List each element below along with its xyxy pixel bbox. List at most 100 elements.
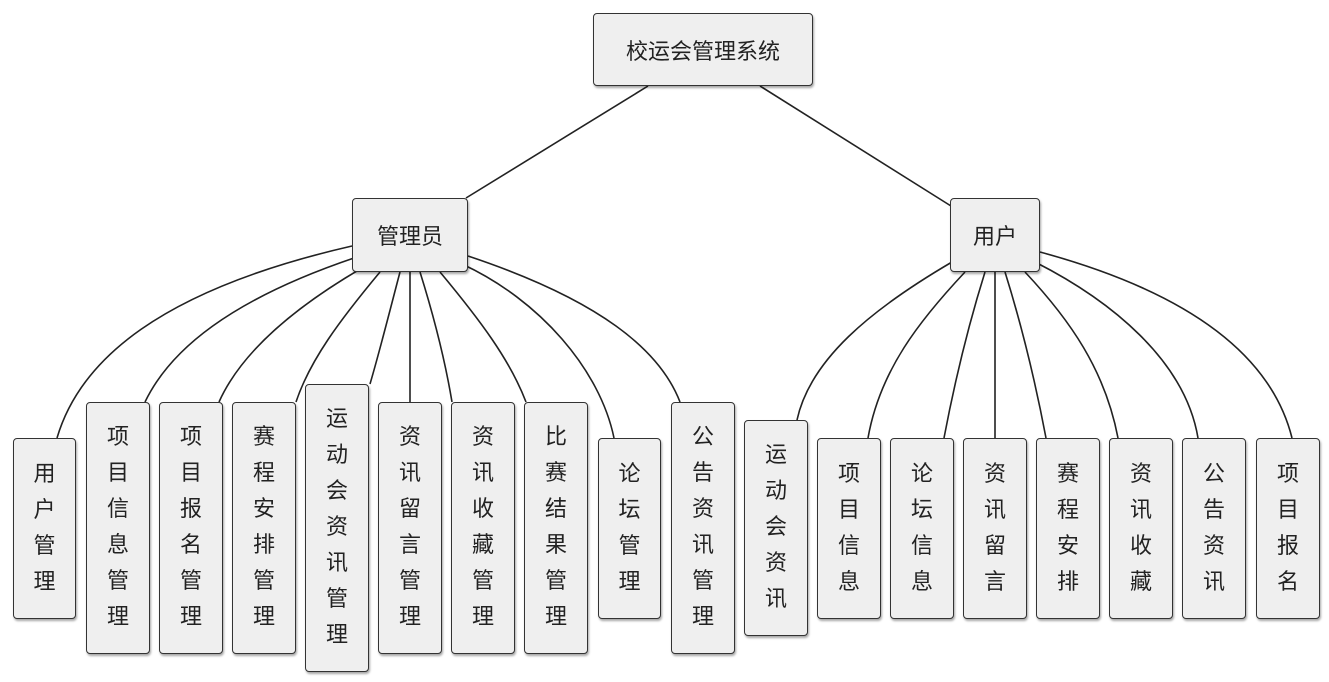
user-child: 公告资讯 <box>1182 438 1246 619</box>
leaf-label-char: 理 <box>471 605 494 630</box>
user-child: 资讯收藏 <box>1109 438 1173 619</box>
leaf-label-char: 果 <box>544 533 567 558</box>
admin-child: 资讯留言管理 <box>378 402 442 654</box>
leaf-label-char: 告 <box>691 461 714 486</box>
edge-root-user <box>759 85 952 207</box>
admin-child: 用户管理 <box>13 438 76 619</box>
leaf-label-char: 息 <box>910 569 933 595</box>
leaf-label-char: 会 <box>325 479 348 504</box>
admin-child: 运动会资讯管理 <box>305 384 369 672</box>
edge-admin-c7 <box>419 271 453 403</box>
leaf-label-char: 运 <box>764 443 787 468</box>
user-child: 赛程安排 <box>1036 438 1100 619</box>
leaf-label-char: 名 <box>179 533 202 558</box>
leaf-label-char: 名 <box>1276 569 1299 595</box>
leaf-label-char: 赛 <box>252 425 275 450</box>
leaf-label-char: 用 <box>33 461 56 487</box>
leaf-label-char: 藏 <box>471 533 494 558</box>
user-child: 资讯留言 <box>963 438 1027 619</box>
leaf-label-char: 讯 <box>471 461 494 486</box>
admin-node: 管理员 <box>352 198 468 272</box>
edge-user-c8 <box>1039 251 1293 439</box>
leaf-label-char: 留 <box>983 533 1006 559</box>
user-child: 论坛信息 <box>890 438 954 619</box>
leaf-label-char: 讯 <box>691 533 714 558</box>
edge-user-c6 <box>1024 271 1119 439</box>
leaf-label-char: 资 <box>471 425 494 450</box>
leaf-label-char: 公 <box>1202 461 1225 487</box>
leaf-label-char: 程 <box>252 461 275 486</box>
edge-admin-c9 <box>461 263 615 439</box>
leaf-label-char: 讯 <box>764 587 787 612</box>
leaf-label-char: 户 <box>33 497 56 523</box>
leaf-label-char: 论 <box>910 461 933 487</box>
leaf-label-char: 报 <box>179 497 202 522</box>
leaf-label-char: 管 <box>252 569 275 594</box>
leaf-label-char: 理 <box>179 605 202 630</box>
leaf-label-char: 排 <box>1056 569 1079 595</box>
leaf-label-char: 赛 <box>544 461 567 486</box>
leaf-label-char: 藏 <box>1129 569 1152 595</box>
leaf-label-char: 项 <box>1276 461 1299 487</box>
leaf-label-char: 管 <box>33 533 56 559</box>
admin-child: 项目报名管理 <box>159 402 223 654</box>
admin-child: 资讯收藏管理 <box>451 402 515 654</box>
leaf-label-char: 管 <box>398 569 421 594</box>
edge-user-c7 <box>1034 261 1199 439</box>
admin-child: 公告资讯管理 <box>671 402 735 654</box>
leaf-label-char: 收 <box>1129 533 1152 559</box>
leaf-label-char: 资 <box>691 497 714 522</box>
leaf-label-char: 收 <box>471 497 494 522</box>
admin-child: 项目信息管理 <box>86 402 150 654</box>
leaf-label-char: 言 <box>983 569 1006 595</box>
leaf-label-char: 管 <box>179 569 202 594</box>
leaf-label-char: 讯 <box>325 551 348 576</box>
leaf-label-char: 坛 <box>618 497 641 523</box>
user-child: 项目报名 <box>1256 438 1320 619</box>
root-label: 校运会管理系统 <box>625 39 780 65</box>
leaf-label-char: 论 <box>618 461 641 487</box>
edge-user-c1 <box>796 261 953 421</box>
leaf-label-char: 留 <box>398 497 421 522</box>
leaf-label-char: 讯 <box>398 461 421 486</box>
admin-child: 赛程安排管理 <box>232 402 296 654</box>
leaf-label-char: 理 <box>33 569 56 595</box>
leaf-label-char: 息 <box>106 533 129 558</box>
leaf-label-char: 理 <box>325 623 348 648</box>
leaf-label-char: 管 <box>544 569 567 594</box>
root-node: 校运会管理系统 <box>593 13 813 86</box>
leaf-label-char: 资 <box>398 425 421 450</box>
leaf-label-char: 结 <box>544 497 567 522</box>
leaf-label-char: 排 <box>252 533 275 558</box>
leaf-label-char: 理 <box>252 605 275 630</box>
leaf-label-char: 言 <box>398 533 421 558</box>
leaf-label-char: 资 <box>325 515 348 540</box>
leaf-label-char: 项 <box>179 425 202 450</box>
leaf-label-char: 动 <box>764 479 787 504</box>
leaf-label-char: 项 <box>106 425 129 450</box>
admin-child: 比赛结果管理 <box>524 402 588 654</box>
leaf-label-char: 理 <box>398 605 421 630</box>
leaf-label-char: 信 <box>910 533 933 559</box>
leaf-label-char: 公 <box>691 425 714 450</box>
leaf-label-char: 信 <box>106 497 129 522</box>
leaf-label-char: 目 <box>106 461 129 486</box>
leaf-label-char: 项 <box>837 461 860 487</box>
edge-admin-c5 <box>369 271 401 385</box>
edge-admin-c2 <box>144 257 355 403</box>
user-label: 用户 <box>972 225 1017 250</box>
edge-admin-c3 <box>218 267 363 403</box>
leaf-label-char: 资 <box>983 461 1006 487</box>
edge-root-admin <box>465 85 649 199</box>
user-child: 运动会资讯 <box>744 420 808 636</box>
edge-admin-c8 <box>439 271 527 403</box>
leaf-label-char: 会 <box>764 515 787 540</box>
leaf-label-char: 目 <box>1276 497 1299 523</box>
leaf-label-char: 安 <box>252 497 275 522</box>
leaf-label-char: 讯 <box>1202 569 1225 595</box>
leaf-label-char: 报 <box>1276 533 1299 559</box>
leaf-label-char: 安 <box>1056 533 1079 559</box>
leaf-label-char: 讯 <box>1129 497 1152 523</box>
leaf-label-char: 讯 <box>983 497 1006 523</box>
